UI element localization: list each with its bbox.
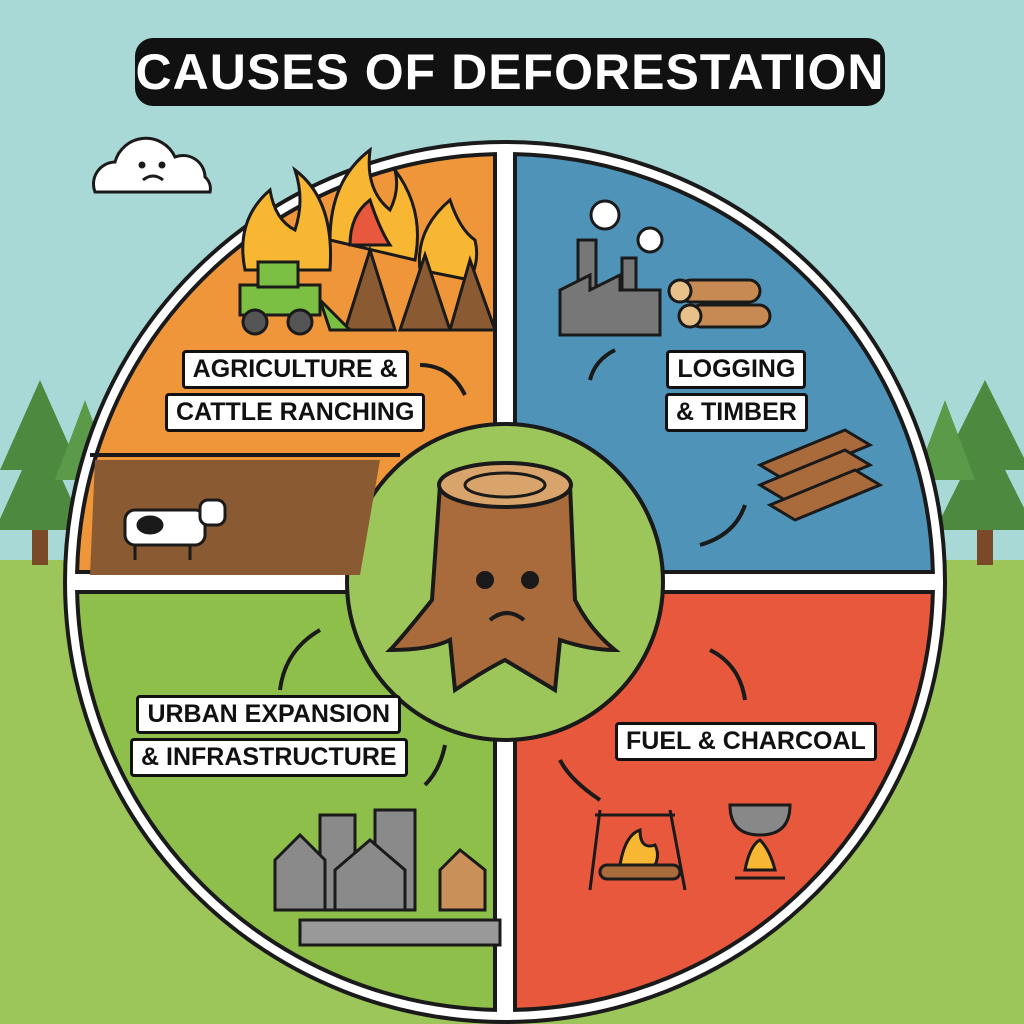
city-buildings-icon xyxy=(273,808,502,947)
lumber-planks-icon xyxy=(756,428,884,522)
background-trees-right xyxy=(915,380,1024,565)
label-line: & INFRASTRUCTURE xyxy=(130,738,408,777)
label-line: FUEL & CHARCOAL xyxy=(615,722,877,761)
label-urban: URBAN EXPANSION & INFRASTRUCTURE xyxy=(130,695,408,777)
label-line: & TIMBER xyxy=(665,393,808,432)
page-title: CAUSES OF DEFORESTATION xyxy=(135,38,885,106)
cooking-pot-icon xyxy=(728,803,792,880)
label-line: CATTLE RANCHING xyxy=(165,393,426,432)
burning-trees xyxy=(342,244,498,332)
label-logging: LOGGING & TIMBER xyxy=(665,350,808,432)
sad-tree-stump-icon xyxy=(385,461,621,694)
factory-icon xyxy=(558,199,664,337)
label-fuel: FUEL & CHARCOAL xyxy=(615,722,877,761)
label-line: URBAN EXPANSION xyxy=(136,695,402,734)
fire-icon xyxy=(241,146,479,282)
cow-icon xyxy=(123,498,227,560)
cycle-arrows xyxy=(278,348,747,802)
sad-cloud-icon xyxy=(92,136,212,194)
label-line: AGRICULTURE & xyxy=(181,350,409,389)
label-agriculture: AGRICULTURE & CATTLE RANCHING xyxy=(165,350,426,432)
campfire-icon xyxy=(588,809,687,891)
logs-icon xyxy=(667,278,772,329)
tractor-icon xyxy=(238,260,354,336)
label-line: LOGGING xyxy=(666,350,807,389)
